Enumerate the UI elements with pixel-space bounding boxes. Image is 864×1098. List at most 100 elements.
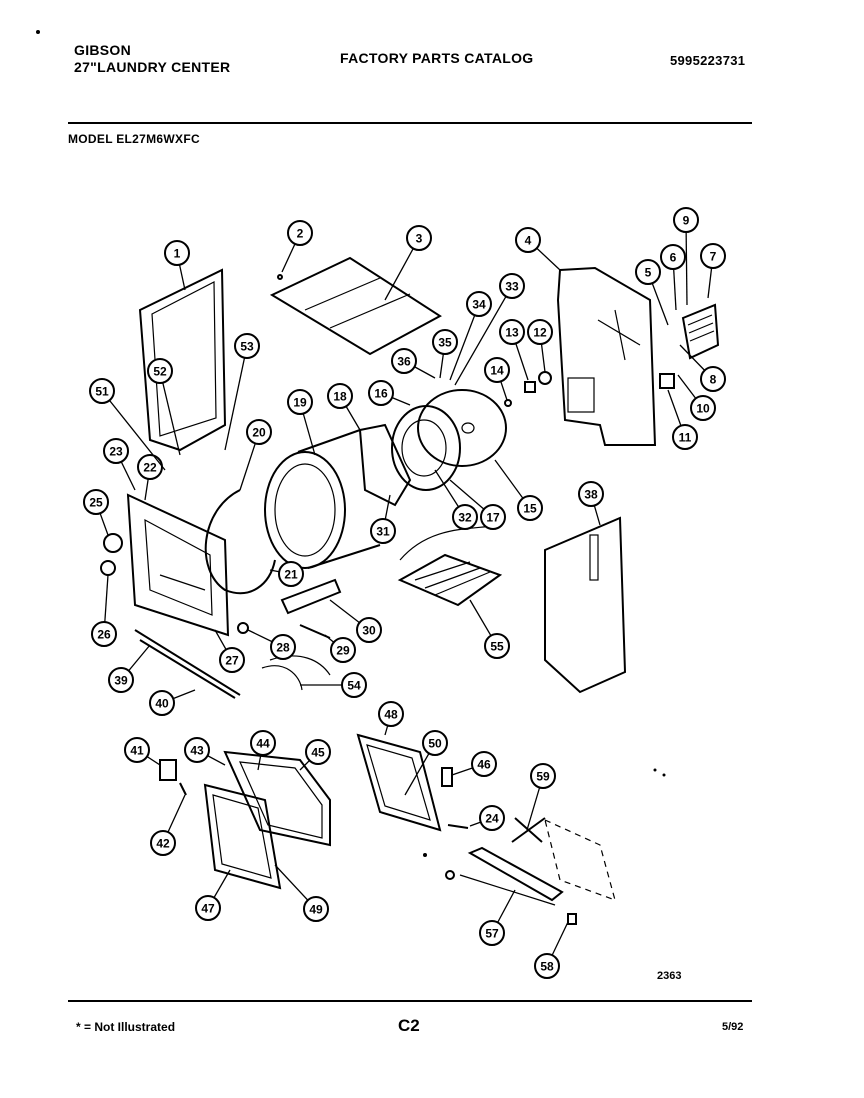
leader-line-33 (454, 285, 513, 386)
callout-number: 45 (311, 746, 325, 760)
callout-circle (234, 333, 260, 359)
callout-circle (330, 637, 356, 663)
catalog-number: 5995223731 (670, 53, 746, 68)
brand-block: GIBSON 27"LAUNDRY CENTER (74, 42, 230, 76)
callout-38: 38 (578, 481, 604, 507)
callout-number: 55 (490, 640, 504, 654)
header-rule (68, 122, 752, 124)
callout-30: 30 (356, 617, 382, 643)
rear-panel-drawing (556, 266, 657, 446)
callout-number: 40 (155, 697, 169, 711)
callout-circle (89, 378, 115, 404)
callout-number: 4 (525, 234, 532, 248)
callout-circle (660, 244, 686, 270)
callout-15: 15 (517, 495, 543, 521)
callout-number: 25 (89, 496, 103, 510)
callout-circle (471, 751, 497, 777)
callout-number: 32 (458, 511, 472, 525)
callout-circle (246, 419, 272, 445)
callout-circle (370, 518, 396, 544)
callout-46: 46 (471, 751, 497, 777)
bracket-drawing (659, 373, 675, 389)
callout-22: 22 (137, 454, 163, 480)
callout-number: 20 (252, 426, 266, 440)
callout-number: 28 (276, 641, 290, 655)
callout-circle (479, 805, 505, 831)
callout-27: 27 (219, 647, 245, 673)
callout-number: 11 (679, 431, 692, 445)
hinge-drawing (159, 759, 177, 781)
callout-circle (499, 273, 525, 299)
callout-48: 48 (378, 701, 404, 727)
callout-number: 48 (384, 708, 398, 722)
callout-number: 22 (143, 461, 157, 475)
callout-number: 51 (95, 385, 109, 399)
callout-55: 55 (484, 633, 510, 659)
callout-number: 15 (523, 502, 537, 516)
catalog-title: FACTORY PARTS CATALOG (340, 50, 534, 66)
callout-58: 58 (534, 953, 560, 979)
callout-number: 7 (710, 250, 717, 264)
leader-line-53 (224, 345, 248, 451)
callout-35: 35 (432, 329, 458, 355)
callout-29: 29 (330, 637, 356, 663)
door-panel-drawing (356, 733, 442, 832)
callout-circle (164, 240, 190, 266)
callout-17: 17 (480, 504, 506, 530)
callout-number: 33 (505, 280, 519, 294)
callout-circle (287, 389, 313, 415)
callout-circle (406, 225, 432, 251)
callout-41: 41 (124, 737, 150, 763)
callout-circle (149, 690, 175, 716)
model-number: MODEL EL27M6WXFC (68, 132, 200, 146)
callout-4: 4 (515, 227, 541, 253)
door-inner-drawing (203, 783, 282, 890)
callout-3: 3 (406, 225, 432, 251)
callout-circle (466, 291, 492, 317)
toe-panel-drawing (134, 629, 241, 696)
belt-drawing (204, 489, 276, 595)
callout-number: 6 (670, 251, 677, 265)
callout-number: 12 (533, 326, 547, 340)
callout-circle (147, 358, 173, 384)
callout-45: 45 (305, 739, 331, 765)
callout-14: 14 (484, 357, 510, 383)
diagram-code: 2363 (657, 970, 682, 982)
callout-47: 47 (195, 895, 221, 921)
callout-number: 8 (710, 373, 717, 387)
callout-circle (150, 830, 176, 856)
callout-12: 12 (527, 319, 553, 345)
callout-number: 47 (201, 902, 215, 916)
callout-7: 7 (700, 243, 726, 269)
rear-bulkhead-drawing (417, 389, 507, 467)
right-panel-drawing (544, 516, 627, 694)
callout-number: 26 (97, 628, 111, 642)
leader-line-52 (159, 370, 181, 456)
callout-number: 53 (240, 340, 254, 354)
callout-circle (690, 395, 716, 421)
callout-54: 54 (341, 672, 367, 698)
callout-circle (432, 329, 458, 355)
callout-circle (103, 438, 129, 464)
callout-circle (700, 366, 726, 392)
callout-circle (305, 739, 331, 765)
callout-circle (83, 489, 109, 515)
callout-number: 10 (696, 402, 710, 416)
callout-number: 54 (347, 679, 361, 693)
callout-23: 23 (103, 438, 129, 464)
callout-circle (195, 895, 221, 921)
callout-50: 50 (422, 730, 448, 756)
callout-number: 2 (297, 227, 304, 241)
callout-circle (527, 319, 553, 345)
callout-circle (673, 207, 699, 233)
callout-number: 29 (336, 644, 350, 658)
top-panel-drawing (269, 256, 442, 356)
callout-number: 3 (416, 232, 423, 246)
callout-circle (368, 380, 394, 406)
callout-circle (303, 896, 329, 922)
heater-drawing (397, 553, 503, 607)
product-name: 27"LAUNDRY CENTER (74, 59, 231, 75)
callout-26: 26 (91, 621, 117, 647)
callout-circle (534, 953, 560, 979)
